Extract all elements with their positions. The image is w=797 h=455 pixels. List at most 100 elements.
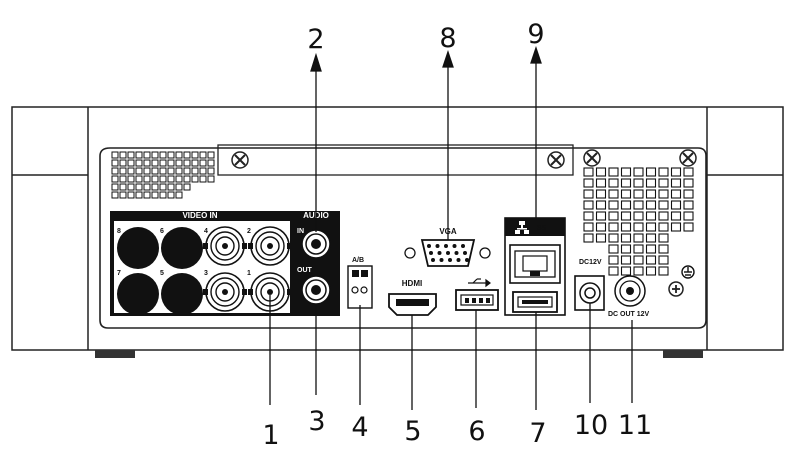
vent-slot [127,167,135,175]
vent-slot [633,255,644,265]
vent-slot [608,189,619,199]
channel-label: 3 [204,270,208,277]
vent-slot [119,151,127,159]
callout-10: 10 [574,410,608,441]
vent-slot [670,167,682,177]
vent-slot [119,191,127,199]
vent-slot [633,222,644,232]
channel-label: 5 [160,270,164,277]
vent-slot [670,222,682,232]
callout-9: 9 [527,19,544,50]
vent-slot [159,159,167,167]
vga-pin [463,251,467,255]
vent-slot [159,183,167,191]
vga-pin [454,251,459,255]
vent-slot [151,151,159,159]
bnc-connector [248,272,292,312]
vent-slot [183,151,191,159]
vent-slot [595,200,607,210]
vent-slot [167,167,175,175]
vent-slot [135,167,143,175]
vent-slot [127,183,135,191]
callout-8: 8 [439,23,456,54]
vent-slot [608,233,619,243]
vent-slot [199,167,207,175]
video-port-5 [161,273,203,315]
vga-pin [452,244,457,248]
vent-slot [583,233,594,243]
lan-usb3-header [505,218,565,236]
vent-slot [633,189,644,199]
vent-slot [620,200,632,210]
vent-slot [111,159,119,167]
vent-slot [620,244,632,254]
foot-right [663,350,703,358]
video-port-6 [161,227,203,269]
vent-slot [670,200,682,210]
dc-out-label: DC OUT 12V [608,311,650,318]
vga-pin [461,244,465,248]
vent-slot [175,167,183,175]
vent-slot [207,151,215,159]
vent-slot [191,167,199,175]
vent-slot [175,151,183,159]
vent-slot [608,244,619,254]
channel-label: 4 [204,228,208,235]
vent-slot [143,175,151,183]
vga-pins [427,244,469,262]
vent-slot [175,159,183,167]
vent-slot [183,175,191,183]
usb3-label: SS [537,225,547,232]
vent-slot [583,222,594,232]
vent-slot [658,255,669,265]
top-bracket [217,144,574,176]
vent-slot [683,222,694,232]
vga-pin [456,258,461,262]
network-icon [515,221,529,234]
vent-slot [159,167,167,175]
vent-slot [127,159,135,167]
vent-slot [645,244,657,254]
vent-slot [159,175,167,183]
vent-slot [595,178,607,188]
channel-label: 7 [117,270,121,277]
vent-slot [111,151,119,159]
usb3-port [512,291,558,313]
callout-2: 2 [307,24,324,55]
vent-slot [135,159,143,167]
vga-pin [435,244,440,248]
alarm-label: A/B [352,257,364,264]
vent-slot [595,211,607,221]
vent-slot [670,189,682,199]
vent-slot [143,151,151,159]
vent-slot [608,178,619,188]
vent-slot [135,151,143,159]
vent-slot [608,266,619,276]
vent-slot [183,159,191,167]
usb-port [455,289,499,311]
vent-slot [645,266,657,276]
chassis [11,106,784,351]
vent-slot [608,222,619,232]
vent-slot [595,167,607,177]
vent-slot [143,167,151,175]
vent-slot [583,178,594,188]
vent-slot [191,175,199,183]
dc-out-port [614,275,646,307]
screw-icon [679,149,697,167]
callout-4: 4 [351,412,368,443]
vent-slot [151,167,159,175]
callout-3: 3 [308,406,325,437]
vent-slot [595,222,607,232]
vga-pin [444,244,448,248]
vent-slot [633,200,644,210]
vent-slot [159,151,167,159]
vent-slot [683,200,694,210]
vent-slot [670,178,682,188]
vent-slot [167,175,175,183]
callout-5: 5 [404,416,421,447]
vent-grille-left [111,151,215,199]
callout-7: 7 [529,418,546,449]
vent-slot [127,175,135,183]
